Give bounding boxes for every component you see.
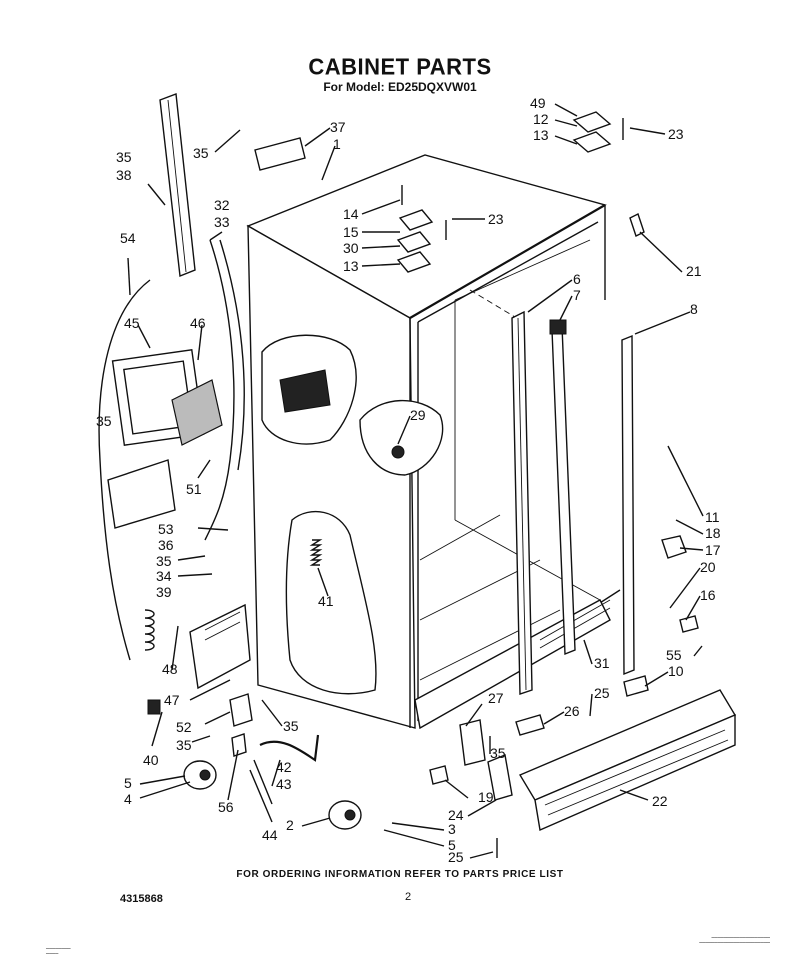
callout-13: 13 bbox=[533, 127, 549, 143]
callout-41: 41 bbox=[318, 593, 334, 609]
callout-8: 8 bbox=[690, 301, 698, 317]
callout-42: 42 bbox=[276, 759, 292, 775]
callout-49: 49 bbox=[530, 95, 546, 111]
callout-4: 4 bbox=[124, 791, 132, 807]
callout-56: 56 bbox=[218, 799, 234, 815]
callout-14: 14 bbox=[343, 206, 359, 222]
callout-10: 10 bbox=[668, 663, 684, 679]
fine-print-left: ▁▁▁▁▁▁▁▁▁▁▁▁ bbox=[46, 944, 71, 954]
callout-30: 30 bbox=[343, 240, 359, 256]
callout-18: 18 bbox=[705, 525, 721, 541]
callout-54: 54 bbox=[120, 230, 136, 246]
callout-35-wheel: 35 bbox=[176, 737, 192, 753]
hinge-hardware bbox=[396, 111, 645, 273]
callout-20: 20 bbox=[700, 559, 716, 575]
callout-32: 32 bbox=[214, 197, 230, 213]
page-number: 2 bbox=[405, 891, 412, 903]
callout-38: 38 bbox=[116, 167, 132, 183]
callout-33: 33 bbox=[214, 214, 230, 230]
callout-22: 22 bbox=[652, 793, 668, 809]
callout-7: 7 bbox=[573, 287, 581, 303]
callout-24: 24 bbox=[448, 807, 464, 823]
callout-labels: 49 12 13 23 35 37 1 35 38 32 33 14 15 30… bbox=[96, 95, 721, 865]
fine-print-right: ▁▁▁▁▁▁▁▁▁▁▁▁▁▁▁▁▁▁▁▁▁▁▁▁▁▁▁▁▁▁▁▁▁▁▁▁▁▁▁▁… bbox=[699, 933, 770, 943]
callout-16: 16 bbox=[700, 587, 716, 603]
callout-23-lower: 23 bbox=[488, 211, 504, 227]
callout-48: 48 bbox=[162, 661, 178, 677]
callout-45: 45 bbox=[124, 315, 140, 331]
callout-52: 52 bbox=[176, 719, 192, 735]
callout-40: 40 bbox=[143, 752, 159, 768]
callout-44: 44 bbox=[262, 827, 278, 843]
door-rails bbox=[511, 310, 635, 695]
model-subtitle: For Model: ED25DQXVW01 bbox=[323, 80, 477, 94]
callout-51: 51 bbox=[186, 481, 202, 497]
callout-39: 39 bbox=[156, 584, 172, 600]
callout-37: 37 bbox=[330, 119, 346, 135]
callout-43: 43 bbox=[276, 776, 292, 792]
callout-11: 11 bbox=[705, 509, 720, 525]
callout-5-right: 5 bbox=[448, 837, 456, 853]
callout-25-right: 25 bbox=[594, 685, 610, 701]
callout-34: 34 bbox=[156, 568, 172, 584]
callout-47: 47 bbox=[164, 692, 180, 708]
callout-3: 3 bbox=[448, 821, 456, 837]
callout-17: 17 bbox=[705, 542, 721, 558]
callout-6: 6 bbox=[573, 271, 581, 287]
callout-15: 15 bbox=[343, 224, 359, 240]
lower-hardware bbox=[229, 535, 737, 858]
callout-35: 35 bbox=[193, 145, 209, 161]
callout-5-left: 5 bbox=[124, 775, 132, 791]
callout-35-frame: 35 bbox=[96, 413, 112, 429]
callout-25-bottom: 25 bbox=[448, 849, 464, 865]
callout-35-rail: 35 bbox=[116, 149, 132, 165]
callout-1: 1 bbox=[333, 136, 341, 152]
callout-31: 31 bbox=[594, 655, 610, 671]
callout-21: 21 bbox=[686, 263, 702, 279]
callout-13-lower: 13 bbox=[343, 258, 359, 274]
callout-29: 29 bbox=[410, 407, 426, 423]
callout-35-bracket: 35 bbox=[283, 718, 299, 734]
callout-46: 46 bbox=[190, 315, 206, 331]
diagram-title: CABINET PARTS bbox=[308, 53, 492, 80]
ordering-note: FOR ORDERING INFORMATION REFER TO PARTS … bbox=[236, 869, 564, 880]
callout-19: 19 bbox=[478, 789, 494, 805]
callout-36: 36 bbox=[158, 537, 174, 553]
callout-23: 23 bbox=[668, 126, 684, 142]
callout-53: 53 bbox=[158, 521, 174, 537]
callout-35-hinge: 35 bbox=[490, 745, 506, 761]
left-components bbox=[98, 93, 362, 830]
callout-26: 26 bbox=[564, 703, 580, 719]
callout-55: 55 bbox=[666, 647, 682, 663]
callout-35-tray: 35 bbox=[156, 553, 172, 569]
document-number: 4315868 bbox=[120, 893, 163, 905]
callout-27: 27 bbox=[488, 690, 504, 706]
callout-12: 12 bbox=[533, 111, 549, 127]
cabinet-shell bbox=[246, 154, 621, 730]
callout-2: 2 bbox=[286, 817, 294, 833]
